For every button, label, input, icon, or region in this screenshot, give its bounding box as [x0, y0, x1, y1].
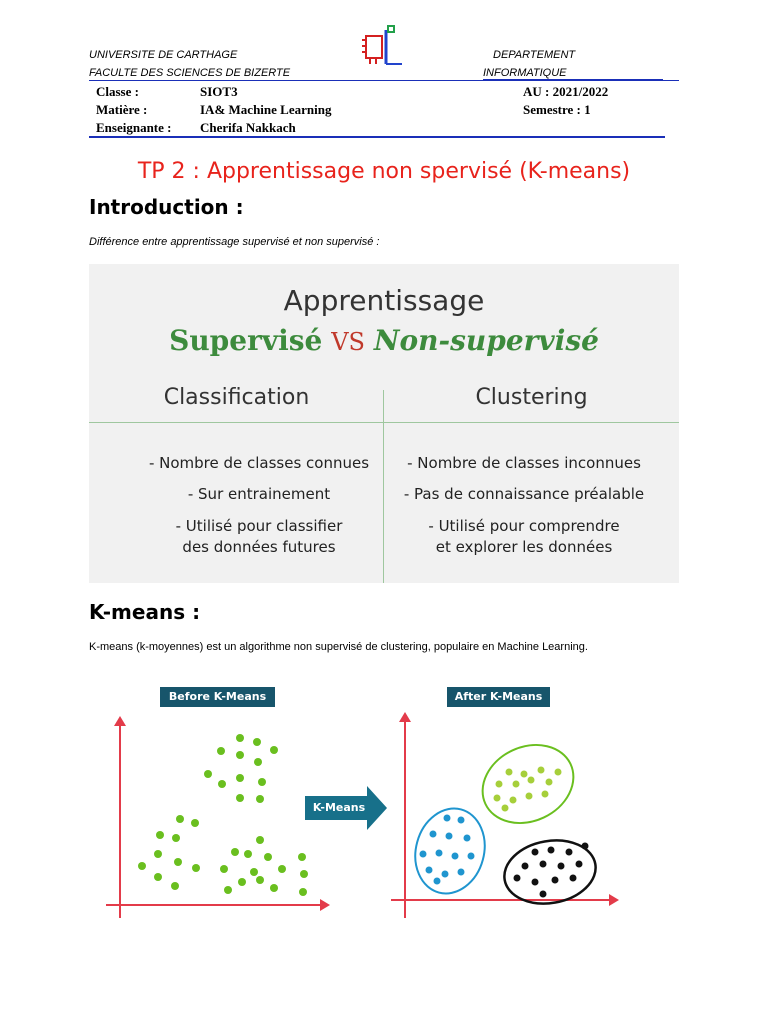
blue-cluster-points	[419, 814, 475, 885]
before-kmeans-tag: Before K-Means	[160, 687, 275, 707]
before-axes	[106, 716, 330, 918]
classification-item: des données futures	[182, 538, 336, 556]
classification-item: - Sur entrainement	[187, 485, 331, 503]
comparison-heading: Apprentissage	[283, 284, 485, 317]
matiere-label: Matière :	[96, 102, 148, 117]
clustering-item: - Pas de connaissance préalable	[403, 485, 645, 503]
green-cluster-ellipse	[481, 744, 575, 824]
au-value: AU : 2021/2022	[523, 84, 609, 99]
enseignante-label: Enseignante :	[96, 120, 172, 135]
supervised-label: Supervisé	[169, 324, 323, 357]
vs-label: VS	[331, 328, 365, 356]
unsupervised-label: Non-supervisé	[373, 324, 599, 357]
header-rule-bottom	[89, 136, 665, 138]
horizontal-divider	[89, 422, 679, 423]
department-label: DEPARTEMENT	[493, 49, 576, 61]
introduction-subtitle: Différence entre apprentissage supervisé…	[89, 236, 380, 248]
clustering-title: Clustering	[475, 385, 588, 410]
kmeans-arrow	[305, 786, 387, 830]
clustering-item: - Nombre de classes inconnues	[407, 454, 641, 472]
blue-cluster-ellipse	[414, 807, 486, 895]
department-sub: INFORMATIQUE	[483, 67, 567, 79]
introduction-heading: Introduction :	[89, 195, 244, 219]
classification-item: - Nombre de classes connues	[148, 454, 370, 472]
black-cluster-ellipse	[503, 839, 597, 905]
classe-label: Classe :	[96, 84, 139, 99]
clustering-item: et explorer les données	[435, 538, 613, 556]
after-kmeans-plot	[391, 712, 619, 918]
before-kmeans-plot	[106, 716, 330, 918]
kmeans-heading: K-means :	[89, 600, 201, 624]
kmeans-description: K-means (k-moyennes) est un algorithme n…	[89, 641, 588, 653]
after-axes	[391, 712, 619, 918]
enseignante-value: Cherifa Nakkach	[200, 120, 296, 135]
comparison-subheading: Supervisé VS Non-supervisé	[89, 324, 679, 357]
matiere-value: IA& Machine Learning	[200, 102, 332, 117]
header-rule-top	[89, 80, 679, 81]
university-name: UNIVERSITE DE CARTHAGE	[89, 49, 238, 61]
page-title: TP 2 : Apprentissage non spervisé (K-mea…	[137, 159, 631, 184]
comparison-panel: Apprentissage Supervisé VS Non-supervisé…	[89, 264, 679, 583]
black-cluster-points	[513, 842, 589, 898]
clustering-item: - Utilisé pour comprendre	[428, 517, 620, 535]
before-points	[138, 734, 308, 896]
classification-item: - Utilisé pour classifier	[175, 517, 343, 535]
vertical-divider	[383, 390, 384, 583]
classe-value: SIOT3	[200, 84, 238, 99]
green-cluster-points	[493, 766, 562, 812]
semestre-value: Semestre : 1	[523, 102, 591, 117]
faculty-logo	[362, 25, 402, 65]
faculty-name: FACULTE DES SCIENCES DE BIZERTE	[89, 67, 291, 79]
header-rule-top-accent	[483, 79, 663, 81]
after-kmeans-tag: After K-Means	[447, 687, 550, 707]
kmeans-arrow-label: K-Means	[312, 801, 366, 814]
classification-title: Classification	[163, 385, 310, 410]
